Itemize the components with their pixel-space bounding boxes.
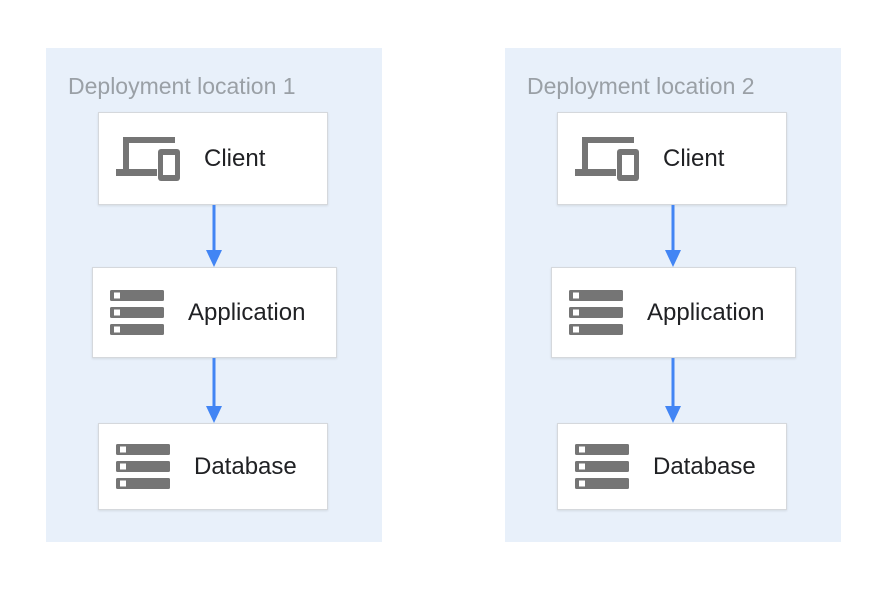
- devices-icon: [116, 136, 180, 181]
- deployment-location-2-panel: Deployment location 2 Client: [505, 48, 841, 542]
- node-application: Application: [551, 267, 796, 358]
- node-application: Application: [92, 267, 337, 358]
- arrow-client-to-application-icon: [206, 205, 222, 267]
- panel-title: Deployment location 1: [68, 73, 296, 99]
- node-label: Client: [204, 144, 266, 172]
- arrow-application-to-database-icon: [206, 358, 222, 423]
- arrow-client-to-application-icon: [665, 205, 681, 267]
- node-database: Database: [557, 423, 787, 510]
- node-label: Database: [194, 452, 297, 480]
- server-stack-icon: [116, 444, 170, 489]
- server-stack-icon: [575, 444, 629, 489]
- server-stack-icon: [110, 290, 164, 335]
- node-database: Database: [98, 423, 328, 510]
- node-label: Client: [663, 144, 725, 172]
- node-label: Application: [188, 298, 306, 326]
- node-client: Client: [557, 112, 787, 205]
- node-label: Application: [647, 298, 765, 326]
- arrow-application-to-database-icon: [665, 358, 681, 423]
- server-stack-icon: [569, 290, 623, 335]
- node-label: Database: [653, 452, 756, 480]
- node-client: Client: [98, 112, 328, 205]
- panel-title: Deployment location 2: [527, 73, 755, 99]
- deployment-location-1-panel: Deployment location 1 Client: [46, 48, 382, 542]
- devices-icon: [575, 136, 639, 181]
